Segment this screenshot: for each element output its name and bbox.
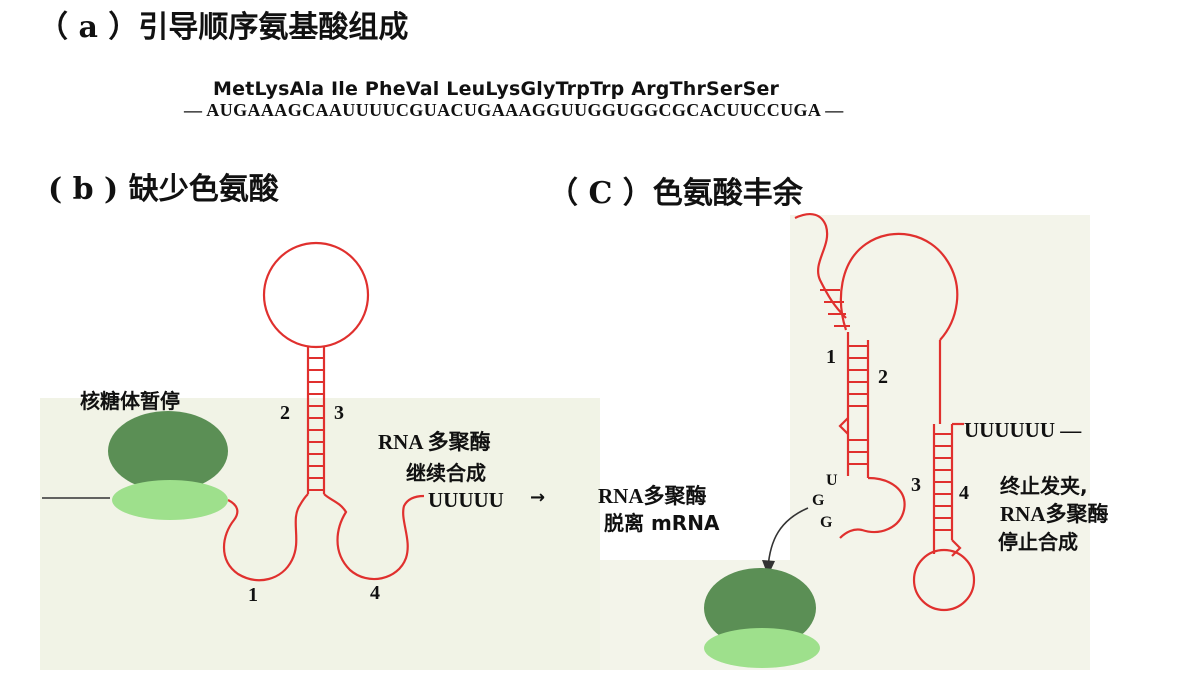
terminator-label-line2: RNA多聚酶 [1000, 502, 1109, 526]
section-b-title: ( b ) 缺少色氨酸 [48, 172, 279, 207]
rnap-continue-line2: 继续合成 [406, 461, 486, 485]
region-label-c-2: 2 [878, 366, 888, 388]
u-tail-c: UUUUUU — [964, 418, 1082, 442]
ribosome-c-large-subunit [704, 568, 816, 648]
paper-background-c-lower [600, 560, 1090, 670]
ribosome-b-small-subunit [112, 480, 228, 520]
region-label-1: 1 [248, 584, 258, 606]
terminator-label-line3: 停止合成 [998, 530, 1078, 554]
hairpin-34-join-loop [839, 476, 906, 539]
u-tail-b: UUUUU [428, 488, 504, 512]
release-arrowhead [762, 560, 775, 576]
rnap-continue-line1: RNA 多聚酶 [378, 430, 491, 454]
region-label-c-4: 4 [959, 482, 969, 504]
amino-acid-sequence: MetLysAla Ile PheVal LeuLysGlyTrpTrp Arg… [213, 78, 780, 100]
attenuator-b [42, 241, 425, 582]
codon-letter-g2: G [820, 514, 833, 531]
hairpin-23-rungs [308, 357, 324, 491]
ribosome-pause-label: 核糖体暂停 [80, 389, 180, 413]
leader-strand [794, 213, 847, 319]
codon-letter-g1: G [812, 492, 825, 509]
stem-bulge [838, 417, 849, 435]
rnap-release-line2: 脱离 mRNA [604, 511, 720, 535]
region-label-c-1: 1 [826, 346, 836, 368]
continue-arrow: → [530, 487, 546, 508]
hairpin-12-rungs [848, 345, 868, 465]
attenuator-c [794, 213, 976, 612]
hairpin-23-loop [262, 241, 370, 349]
release-arrow [767, 507, 809, 569]
region-4-loop [323, 493, 425, 580]
region-1-loop [223, 493, 309, 582]
region-label-3: 3 [334, 402, 344, 424]
mrna-codon-sequence: — AUGAAAGCAAUUUUCGUACUGAAAGGUUGGUGGCGCAC… [184, 100, 844, 120]
region-label-2: 2 [280, 402, 290, 424]
hairpin-12-loop [839, 232, 959, 341]
terminator-rungs [934, 433, 952, 531]
ribosome-b-large-subunit [108, 411, 228, 491]
region-label-4: 4 [370, 582, 380, 604]
terminator-label-line1: 终止发夹, [1000, 474, 1088, 498]
terminator-bulge [951, 539, 962, 557]
section-a-title: （ a ）引导顺序氨基酸组成 [38, 10, 409, 45]
section-c-title: （ C ）色氨酸丰余 [548, 176, 803, 211]
terminator-bottom-loop [912, 548, 976, 612]
region-label-c-3: 3 [911, 474, 921, 496]
rnap-release-line1: RNA多聚酶 [598, 484, 707, 508]
ribosome-c-small-subunit [704, 628, 820, 668]
codon-letter-u: U [826, 472, 838, 489]
